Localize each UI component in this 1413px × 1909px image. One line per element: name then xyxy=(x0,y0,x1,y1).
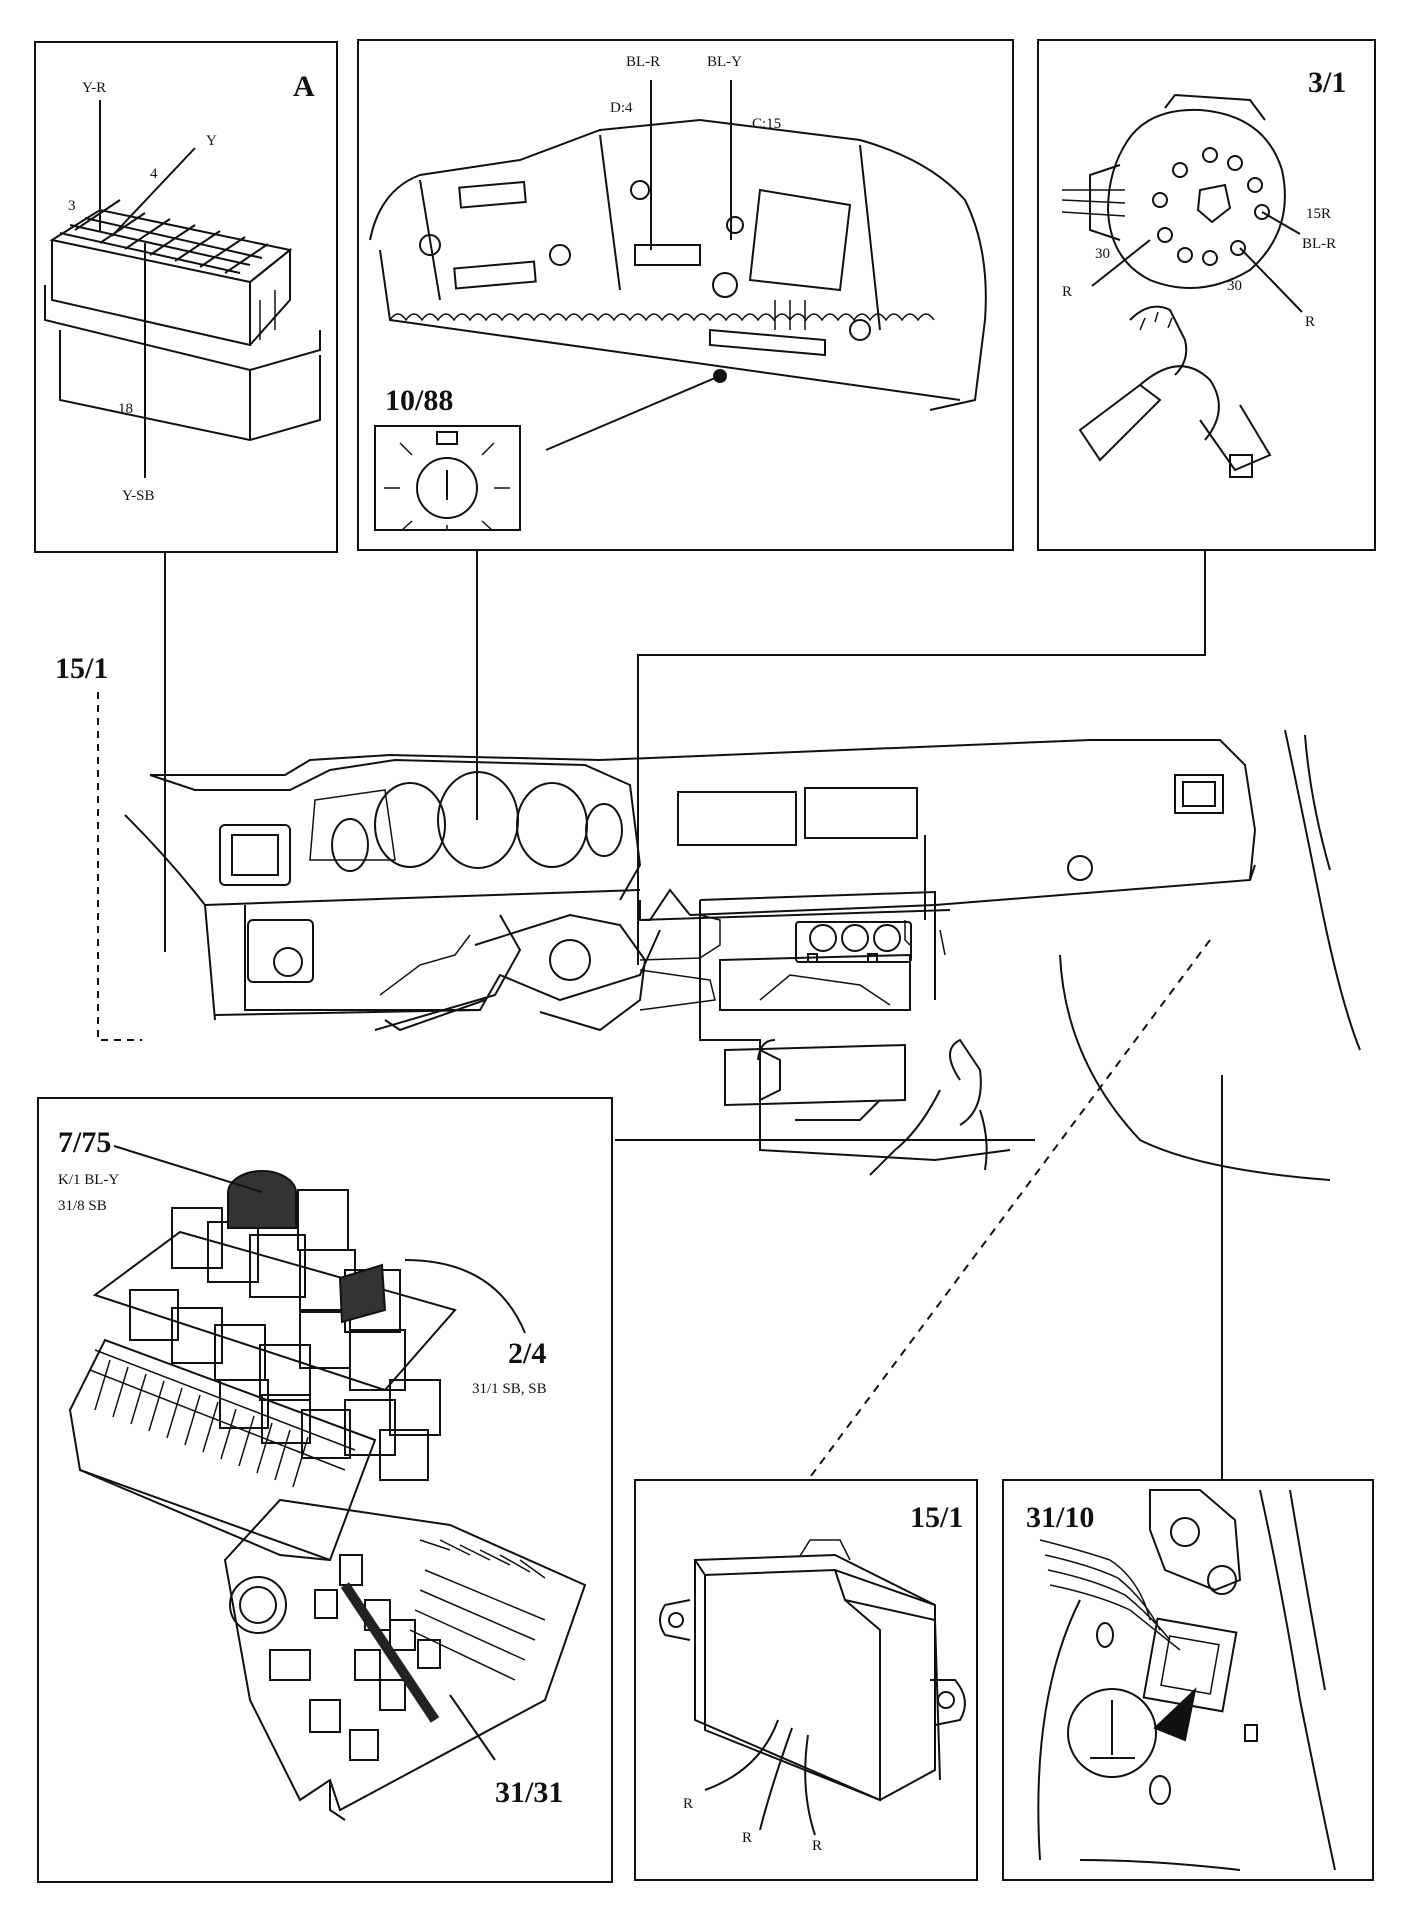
label-4: 4 xyxy=(150,166,158,182)
label-18: 18 xyxy=(118,401,133,417)
leader-7-75 xyxy=(113,1145,263,1193)
panel-groundpt-frame xyxy=(1002,1479,1374,1881)
connector-a-drawing xyxy=(44,199,321,442)
fusebox-drawing xyxy=(68,1170,587,1821)
label-blr: BL-R xyxy=(626,54,660,70)
label-d4: D:4 xyxy=(610,100,633,116)
label-r-ign-a: R xyxy=(1062,284,1072,300)
label-31-8-sb: 31/8 SB xyxy=(58,1198,107,1214)
line-ignition-to-dash xyxy=(637,550,1206,965)
panel-module-frame xyxy=(634,1479,978,1881)
ground-point-drawing xyxy=(1037,1489,1336,1871)
panel-cluster-title: 10/88 xyxy=(385,384,453,417)
label-3: 3 xyxy=(68,198,76,214)
panel-module-title: 15/1 xyxy=(910,1501,963,1534)
label-r-ign-b: R xyxy=(1305,314,1315,330)
leader-r1 xyxy=(704,1719,779,1791)
instrument-cluster-drawing xyxy=(369,118,987,411)
dashed-15-1-callout xyxy=(97,692,142,1041)
label-r-mod-3: R xyxy=(812,1838,822,1854)
label-blr-ign: BL-R xyxy=(1302,236,1336,252)
label-31-1-sb: 31/1 SB, SB xyxy=(472,1381,547,1397)
label-15r: 15R xyxy=(1306,206,1331,222)
callout-15-1: 15/1 xyxy=(55,652,108,685)
leader-30a xyxy=(1091,239,1151,287)
panel-fusebox-title: 7/75 xyxy=(58,1126,111,1159)
leader-31-31 xyxy=(449,1694,496,1761)
leader-bulb xyxy=(545,377,716,451)
panel-groundpt-title: 31/10 xyxy=(1026,1501,1094,1534)
panel-fusebox-frame xyxy=(37,1097,613,1883)
panel-a-frame xyxy=(34,41,338,553)
leader-r3 xyxy=(804,1734,816,1836)
label-2-4: 2/4 xyxy=(508,1337,546,1370)
leader-30b xyxy=(1239,247,1303,313)
bulb-symbol xyxy=(374,425,521,531)
label-yr: Y-R xyxy=(82,80,106,96)
label-r-mod-2: R xyxy=(742,1830,752,1846)
label-r-mod-1: R xyxy=(683,1796,693,1812)
leader-r2 xyxy=(759,1727,793,1831)
label-ysb: Y-SB xyxy=(122,488,155,504)
leader-2-4 xyxy=(404,1259,526,1334)
dashboard-drawing xyxy=(124,729,1361,1181)
ignition-switch-drawing xyxy=(1061,93,1286,478)
leader-blr-ign xyxy=(1261,211,1301,235)
panel-ignition-frame xyxy=(1037,39,1376,551)
panel-cluster-frame xyxy=(357,39,1014,551)
label-bly: BL-Y xyxy=(707,54,742,70)
label-30b: 30 xyxy=(1227,278,1242,294)
control-module-drawing xyxy=(659,1539,966,1802)
label-31-31: 31/31 xyxy=(495,1776,563,1809)
label-30a: 30 xyxy=(1095,246,1110,262)
label-y: Y xyxy=(206,133,217,149)
panel-a-title: A xyxy=(293,70,315,103)
leader-y xyxy=(111,147,196,237)
label-k1-bly: K/1 BL-Y xyxy=(58,1172,119,1188)
panel-ignition-title: 3/1 xyxy=(1308,66,1346,99)
dashed-module-to-dash xyxy=(807,939,1211,1481)
label-c15: C:15 xyxy=(752,116,781,132)
